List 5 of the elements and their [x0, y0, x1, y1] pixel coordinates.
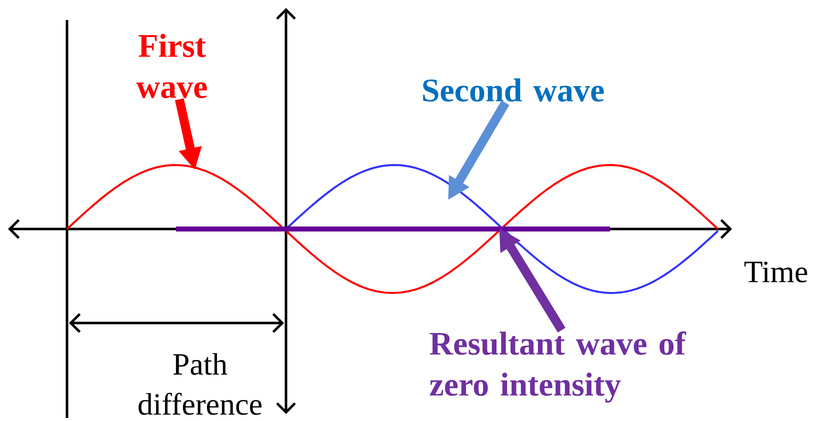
wave-label: First wave [136, 34, 207, 98]
axis-label: Time [744, 262, 808, 282]
wave-label: Second wave [423, 78, 604, 102]
wave-label: Resultant wave of zero intensity [430, 331, 686, 403]
axis-label: Path difference [138, 353, 262, 415]
